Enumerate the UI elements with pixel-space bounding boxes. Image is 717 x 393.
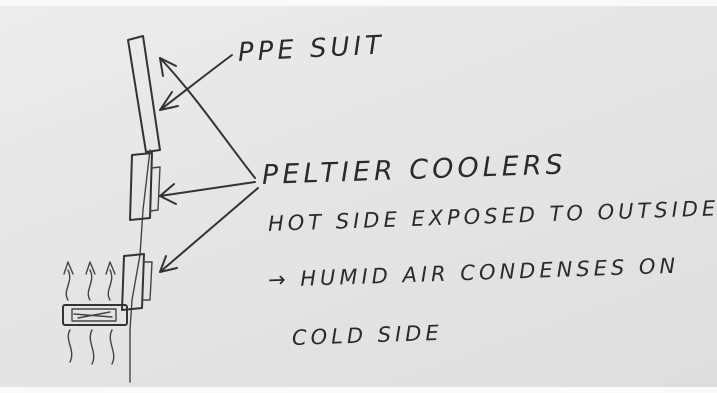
- peltier-cooler-upper: [129, 152, 161, 221]
- heat-sink: [62, 304, 128, 326]
- ppe-suit-panel: [127, 35, 161, 383]
- cooler-pointer-arrows: [159, 57, 259, 273]
- suit-pointer-arrow: [159, 54, 233, 111]
- peltier-cooler-lower: [121, 253, 153, 311]
- hot-air-arrows: [63, 261, 116, 365]
